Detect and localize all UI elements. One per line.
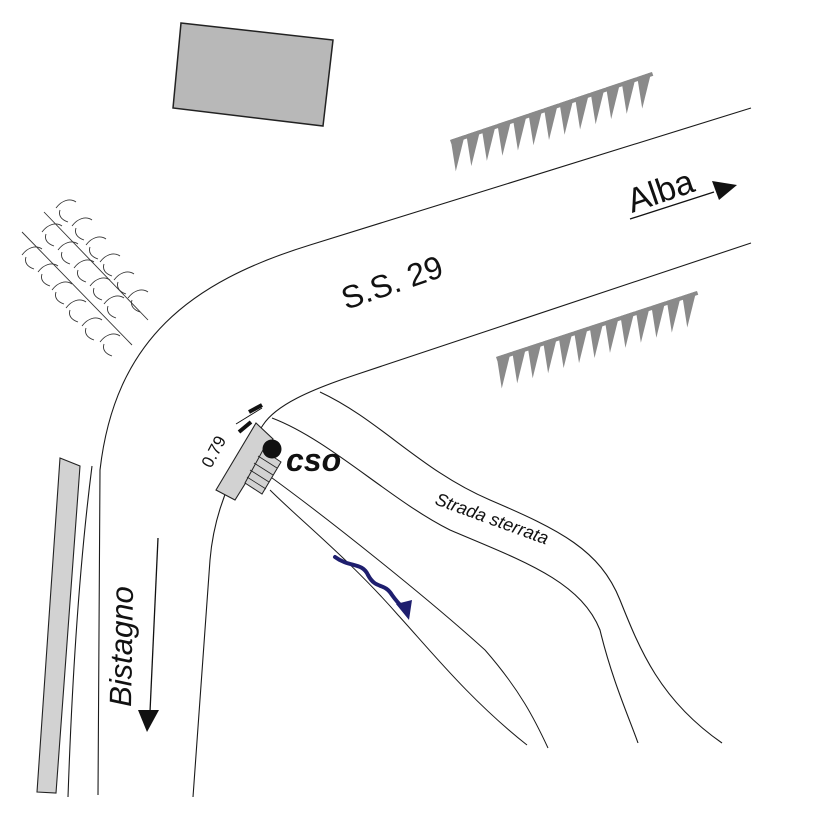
direction-arrow-east [629,181,737,220]
tree-symbol [606,82,621,120]
grass-tuft [55,199,77,223]
road-label: S.S. 29 [337,248,448,316]
grass-tuft [37,263,59,287]
track-edge-south [271,417,639,744]
tree-symbol [466,129,481,167]
tree-symbol [543,336,558,374]
grass-tuft [85,236,107,260]
tree-symbol [512,347,527,384]
tree-symbol [496,352,511,389]
tree-symbol [635,306,650,343]
stream-bank-north [267,474,549,749]
tree-row-north [450,72,654,172]
tree-symbol [527,342,542,379]
culvert [215,422,274,501]
tree-symbol [497,119,512,156]
grass-tuft [71,217,93,241]
grass-tuft [127,289,149,313]
tree-symbol [651,301,666,338]
dimension-label: 0.79 [198,433,230,471]
grass-tuft [41,223,63,247]
grass-tuft [57,241,79,265]
tree-symbol [666,296,681,333]
grass-tuft [21,246,43,270]
guardrail [36,457,81,794]
guardrail-line [67,465,93,798]
dimension-marker [235,403,263,434]
grass-tuft [99,333,121,357]
track-label: Strada sterrata [433,489,552,549]
tree-symbol [682,291,697,328]
tree-symbol [589,321,604,358]
marsh-line [21,231,133,346]
outfall-point [262,439,282,459]
building [172,22,334,127]
tree-symbol [450,135,465,172]
grass-tuft [73,259,95,283]
tree-symbol [481,124,496,161]
tree-symbol [605,316,619,353]
track-edge-north [319,391,723,744]
grass-tuft [113,271,135,295]
tree-symbol [544,103,558,140]
grass-tuft [99,253,121,277]
tree-symbol [559,98,574,135]
tree-row-south [496,291,699,389]
direction-label-east: Alba [622,162,699,220]
tree-symbol [621,77,636,114]
tree-symbol [620,311,635,348]
tree-symbol [637,72,652,109]
tree-symbol [528,108,543,146]
direction-label-south: Bistagno [103,586,140,707]
grass-tuft [89,277,111,301]
road-edge-inner [192,242,752,798]
direction-arrow-south [138,537,159,732]
tree-symbol [512,114,527,151]
grass-marsh [21,199,149,357]
grass-tuft [65,299,87,323]
outfall-label: cso [286,442,341,478]
grass-tuft [81,317,103,341]
road-edge-outer [97,107,752,796]
grass-tuft [51,281,73,305]
tree-symbol [590,87,605,125]
marsh-line [43,211,149,321]
flow-direction-arrow [333,555,412,620]
tree-symbol [575,93,590,130]
grass-tuft [103,295,125,319]
tree-symbol [558,331,573,369]
stream-bank-south [269,489,528,746]
tree-symbol [574,326,588,364]
